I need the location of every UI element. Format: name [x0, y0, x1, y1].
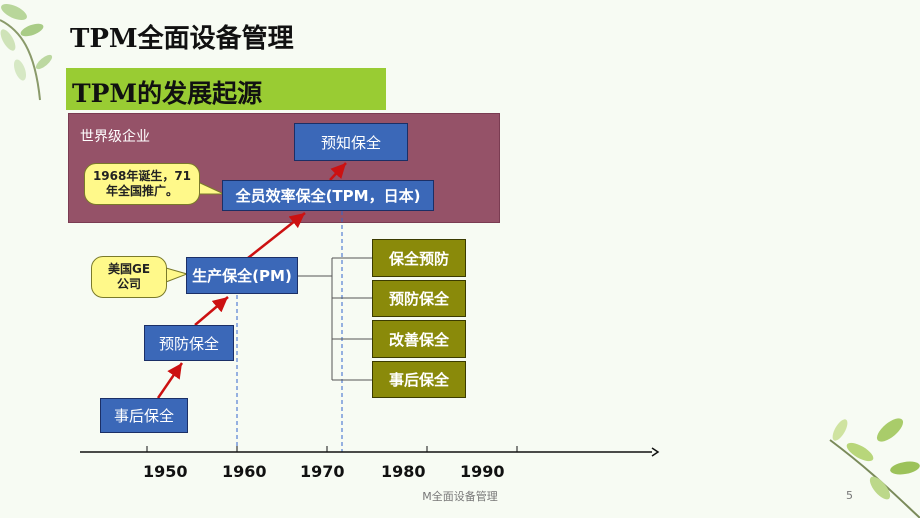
slide-subtitle: TPM的发展起源 — [72, 79, 263, 108]
arrow-tpm-to-predictive — [329, 162, 347, 181]
arrow-pm-to-tpm — [247, 212, 306, 259]
branch-corrective: 改善保全 — [372, 320, 466, 358]
arrow-breakdown-to-preventive — [156, 362, 184, 399]
arrow-preventive-to-pm — [194, 296, 229, 326]
callout-ge-company: 美国GE 公司 — [91, 256, 167, 298]
slide-title: TPM全面设备管理 — [70, 24, 294, 54]
axis-label-1970: 1970 — [300, 462, 345, 481]
callout-tpm-history: 1968年诞生，71 年全国推广。 — [84, 163, 200, 205]
leaf-branch-bottom-right — [829, 418, 920, 518]
box-tpm: 全员效率保全(TPM，日本) — [222, 180, 434, 211]
slide-footer: M全面设备管理 — [422, 490, 498, 503]
box-productive-maintenance: 生产保全(PM) — [186, 257, 298, 294]
box-preventive-maintenance: 预防保全 — [144, 325, 234, 361]
branch-maintenance-prevention: 保全预防 — [372, 239, 466, 277]
callout-pointer-ge — [165, 267, 189, 283]
leaf-branch-top-left — [0, 3, 53, 101]
axis-label-1960: 1960 — [222, 462, 267, 481]
subtitle-bar — [66, 68, 386, 110]
box-breakdown-maintenance: 事后保全 — [100, 398, 188, 433]
branch-breakdown: 事后保全 — [372, 361, 466, 398]
branch-preventive: 预防保全 — [372, 280, 466, 317]
world-class-label: 世界级企业 — [80, 129, 150, 145]
axis-label-1950: 1950 — [143, 462, 188, 481]
axis-label-1980: 1980 — [381, 462, 426, 481]
callout-pointer-tpm — [197, 181, 225, 195]
page-number: 5 — [846, 489, 853, 502]
axis-label-1990: 1990 — [460, 462, 505, 481]
x-axis-arrow — [651, 447, 660, 457]
box-predictive-maintenance: 预知保全 — [294, 123, 408, 161]
